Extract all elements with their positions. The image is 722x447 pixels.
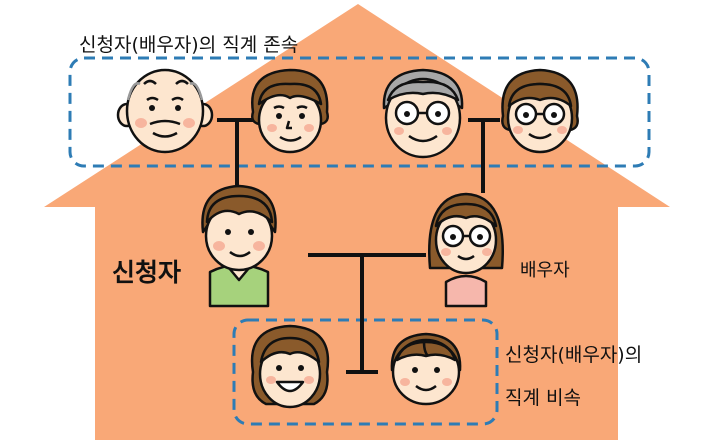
daughter-icon xyxy=(250,324,330,409)
glasses-grandmother-icon xyxy=(501,68,579,154)
connector-lines xyxy=(217,118,500,374)
descendants-label-line1: 신청자(배우자)의 xyxy=(505,344,643,366)
descendants-box xyxy=(232,318,499,426)
descendants-label-line2: 직계 비속 xyxy=(505,387,581,409)
ascendants-box xyxy=(68,56,651,168)
applicant-label: 신청자 xyxy=(112,258,182,287)
spouse-icon xyxy=(428,192,504,308)
ascendants-caption: 신청자(배우자)의 직계 존속 xyxy=(79,34,299,56)
house-shape xyxy=(44,4,670,440)
grandfather-icon xyxy=(116,68,214,154)
applicant-icon xyxy=(201,184,277,308)
spouse-label: 배우자 xyxy=(520,260,570,281)
son-icon xyxy=(390,332,462,406)
grandmother-icon xyxy=(251,68,329,154)
grey-grandfather-icon xyxy=(382,68,464,159)
